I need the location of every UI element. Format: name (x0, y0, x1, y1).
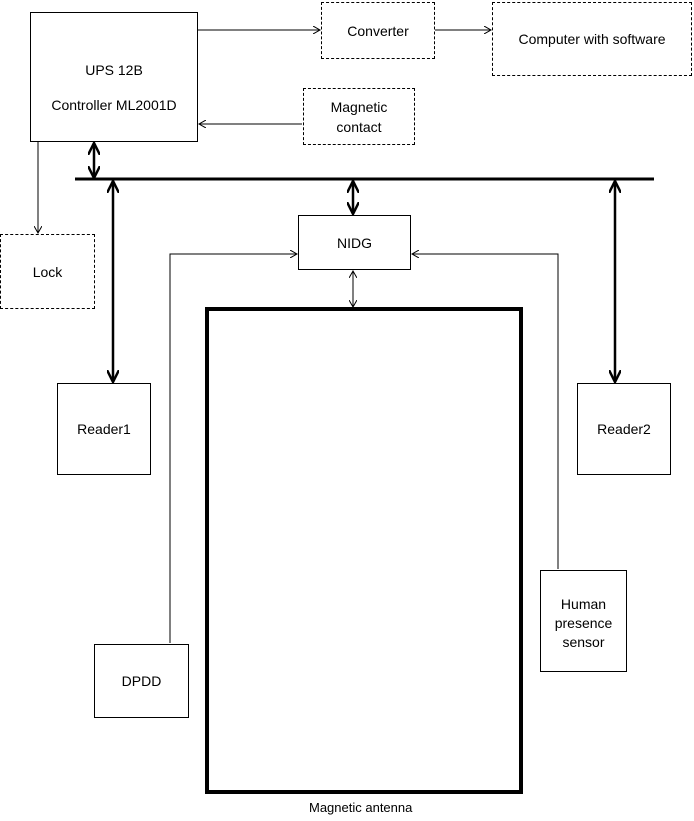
converter-label: Converter (347, 22, 409, 39)
reader1-label: Reader1 (77, 421, 131, 437)
converter-box: Converter (321, 2, 435, 59)
magnetic-contact-box: Magnetic contact (303, 88, 415, 145)
controller-model-label: UPS 12B (85, 62, 143, 78)
magnetic-contact-label-line2: contact (336, 119, 382, 135)
magnetic-antenna-caption: Magnetic antenna (309, 800, 413, 815)
dpdd-box: DPDD (94, 644, 189, 718)
magnetic-contact-label-line1: Magnetic (330, 99, 388, 115)
dpdd-label: DPDD (121, 673, 162, 689)
reader1-box: Reader1 (57, 383, 151, 475)
human-presence-sensor-box: Human presence sensor (540, 570, 627, 672)
lock-box: Lock (0, 234, 95, 309)
nidg-label: NIDG (337, 234, 372, 251)
dpdd-nidg-connector (169, 254, 297, 643)
sensor-label-line1: Human (560, 596, 607, 612)
magnetic-antenna-frame (205, 307, 523, 794)
reader2-box: Reader2 (577, 383, 671, 475)
reader2-label: Reader2 (597, 421, 651, 437)
computer-box: Computer with software (492, 2, 692, 76)
lock-label: Lock (32, 263, 63, 280)
controller-name-label: Controller ML2001D (51, 97, 177, 113)
sensor-label-line2: presence (554, 615, 613, 631)
controller-box: UPS 12B Controller ML2001D (30, 12, 198, 142)
sensor-label-line3: sensor (562, 634, 605, 650)
nidg-box: NIDG (298, 215, 411, 270)
computer-label: Computer with software (518, 31, 666, 47)
sensor-nidg-connector (412, 254, 559, 569)
